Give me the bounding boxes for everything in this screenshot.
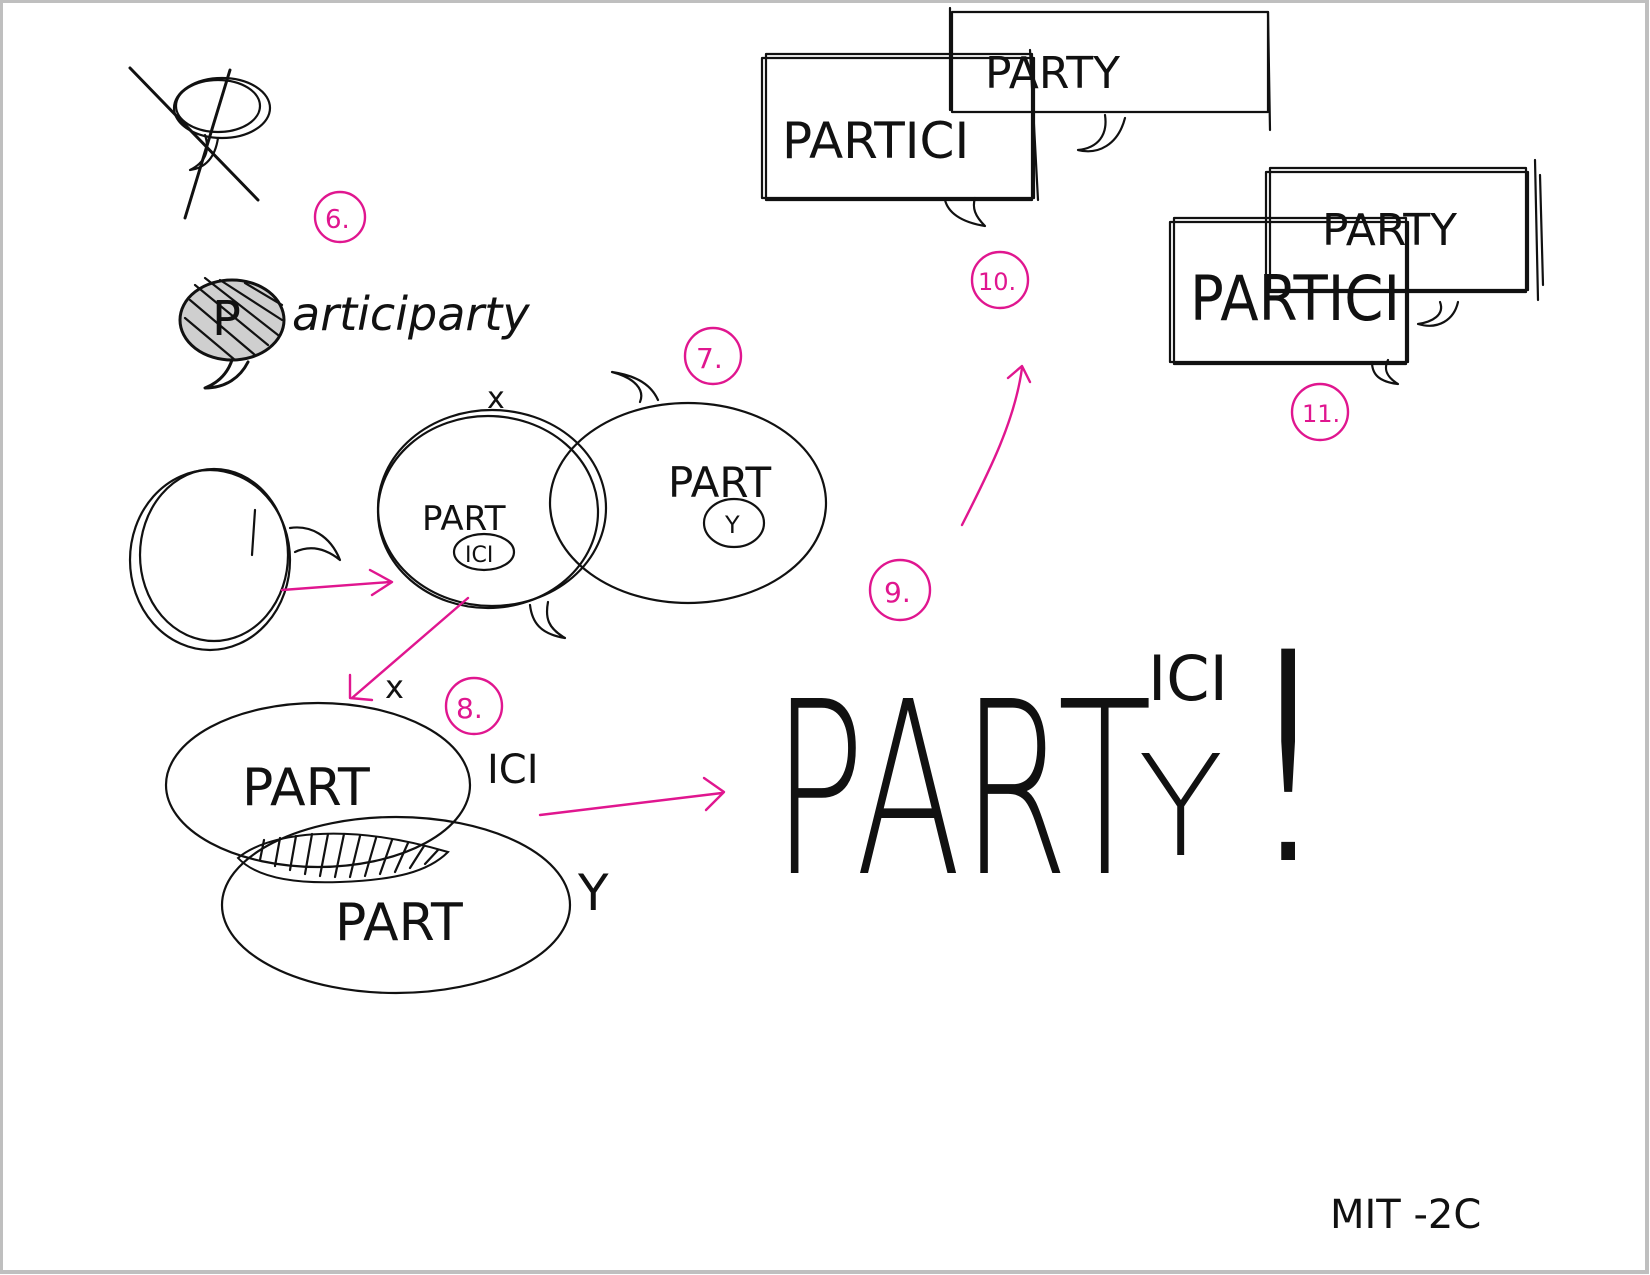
arrow-to-step-10 (960, 364, 1032, 527)
arrow-to-step-9 (538, 776, 726, 817)
step-7-venn: x PART ICI PART Y 7. (376, 326, 828, 640)
venn8-bottom-suffix: Y (577, 864, 609, 922)
step-8-label: 8. (456, 692, 483, 725)
logo-wordmark: articiparty (292, 287, 530, 341)
crossed-out-bubble-icon (128, 66, 272, 220)
venn8-mark: x (385, 668, 404, 706)
step-9-label: 9. (884, 576, 911, 609)
step-6-label: 6. (313, 190, 367, 244)
big-word-lower: Y (1138, 726, 1224, 889)
box11-back: PARTY (1322, 205, 1457, 256)
step-7-label: 7. (696, 342, 723, 375)
step-9-big-word: 9. PART ICI Y ! (772, 558, 1346, 930)
big-word-bang: ! (1230, 592, 1346, 929)
venn7-left-main: PART (422, 499, 506, 539)
step-8-venn: x 8. PART ICI PART Y (164, 668, 609, 995)
box11-front: PARTICI (1190, 262, 1400, 335)
step-11-label: 11. (1302, 400, 1340, 428)
arrow-to-step-7 (280, 568, 394, 597)
venn7-left-sub: ICI (465, 543, 493, 568)
participarty-logo: P articiparty (178, 276, 530, 390)
svg-text:6.: 6. (325, 205, 350, 235)
venn7-right-main: PART (668, 458, 771, 507)
empty-speech-bubble (128, 467, 342, 652)
step-10-label: 10. (978, 268, 1016, 296)
big-word-main: PART (772, 650, 1152, 930)
venn7-right-sub: Y (724, 511, 740, 539)
box10-front: PARTICI (782, 112, 969, 170)
venn8-bottom-main: PART (335, 893, 463, 953)
big-word-upper: ICI (1148, 642, 1228, 715)
step-11-boxes: PARTY PARTICI 11. (1168, 158, 1545, 442)
sheet-code: MIT -2C (1330, 1192, 1481, 1238)
arrow-to-step-8 (348, 596, 470, 702)
step-10-boxes: PARTY PARTICI 10. (760, 6, 1272, 310)
logo-initial: P (212, 291, 241, 347)
venn7-mark: x (487, 381, 505, 416)
box10-back: PARTY (985, 48, 1120, 99)
venn8-top-main: PART (242, 758, 370, 818)
venn8-top-suffix: ICI (487, 747, 539, 793)
